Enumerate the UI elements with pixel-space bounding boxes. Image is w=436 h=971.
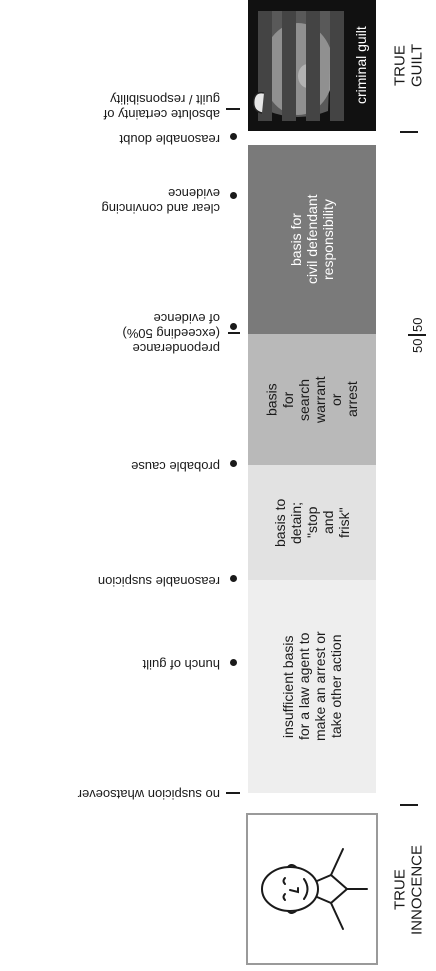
zone-criminal-guilt: criminal guilt xyxy=(248,0,376,131)
level-label-reasonable-doubt: reasonable doubt xyxy=(119,132,220,147)
midpoint-marker: 50 50 xyxy=(388,305,428,361)
level-label-hunch: hunch of guilt xyxy=(142,657,220,672)
zone-insufficient-basis: insufficient basis for a law agent to ma… xyxy=(248,580,376,793)
midpoint-label-left: 50 xyxy=(410,338,425,353)
level-marker-no-suspicion xyxy=(226,792,240,794)
level-label-preponderance: preponderance (exceeding 50%) of evidenc… xyxy=(122,311,220,356)
boundary-tick-guilt xyxy=(400,131,418,133)
level-marker-absolute-certainty xyxy=(226,108,240,110)
level-dot-reasonable-doubt xyxy=(230,133,237,140)
level-label-probable-cause: probable cause xyxy=(131,459,220,474)
midpoint-label-right: 50 xyxy=(410,317,425,332)
level-label-absolute-certainty: absolute certainty of guilt / responsibi… xyxy=(103,92,220,122)
innocence-illustration xyxy=(246,813,378,965)
smiling-face-icon xyxy=(261,848,368,930)
level-label-reasonable-suspicion: reasonable suspicion xyxy=(97,574,220,589)
true-innocence-label: TRUE INNOCENCE xyxy=(391,844,426,935)
zone-search-warrant-or-arrest: basis for search warrant or arrest xyxy=(248,334,376,465)
boundary-tick-innocence xyxy=(400,804,418,806)
zone-detain-stop-and-frisk: basis to detain; "stop and frisk" xyxy=(248,465,376,580)
level-dot-reasonable-suspicion xyxy=(230,575,237,582)
zone-civil-defendant-responsibility: basis for civil defendant responsibility xyxy=(248,145,376,334)
midpoint-divider xyxy=(408,334,426,336)
level-dot-preponderance xyxy=(230,323,237,330)
level-marker-preponderance xyxy=(228,332,240,334)
level-label-clear-and-convincing: clear and convincing evidence xyxy=(101,186,220,216)
face-behind-bars-icon xyxy=(252,11,344,121)
level-dot-clear-and-convincing xyxy=(230,192,237,199)
level-dot-hunch xyxy=(230,659,237,666)
level-dot-probable-cause xyxy=(230,460,237,467)
level-label-no-suspicion: no suspicion whatsoever xyxy=(77,787,220,802)
true-guilt-label: TRUE GUILT xyxy=(391,43,426,88)
